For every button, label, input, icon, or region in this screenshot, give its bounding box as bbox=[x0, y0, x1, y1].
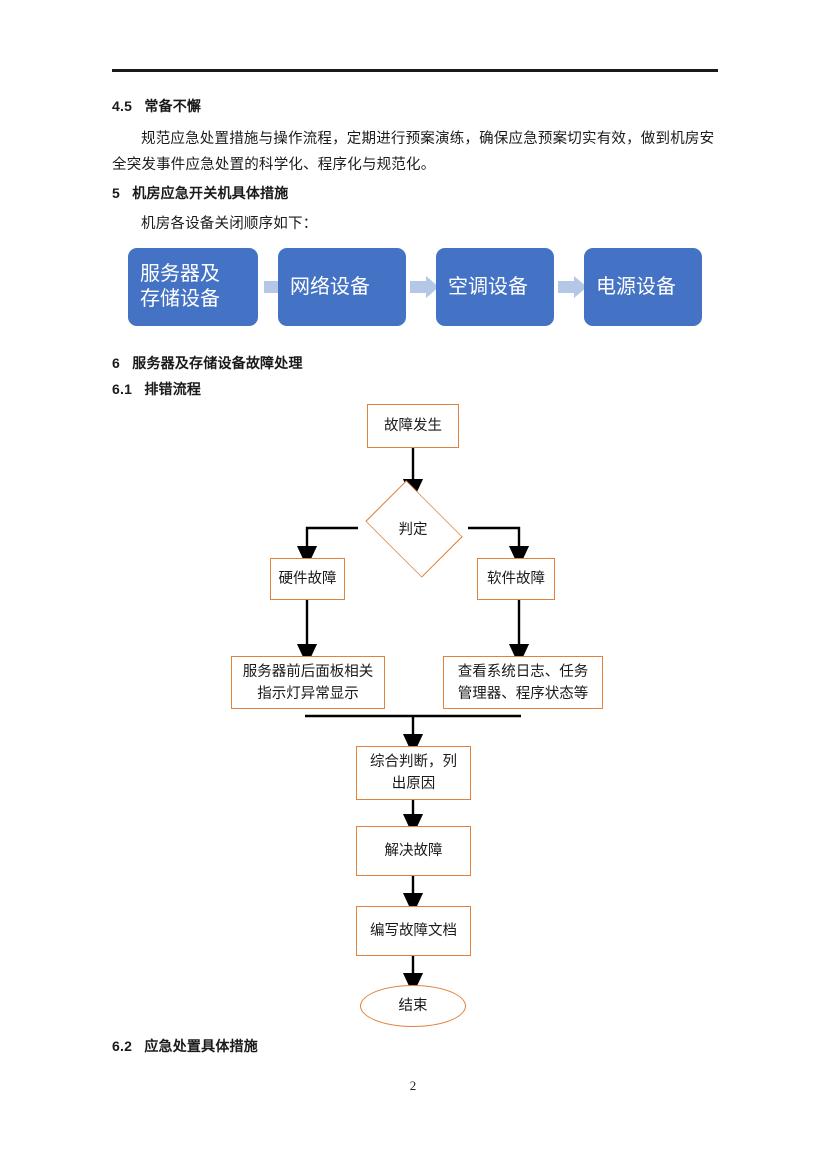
flow-node-hardware-fault-label: 硬件故障 bbox=[278, 571, 337, 587]
flow-node-document: 编写故障文档 bbox=[356, 906, 471, 956]
heading-4-5: 4.5 常备不懈 bbox=[112, 98, 202, 114]
flow-node-decision: 判定 bbox=[358, 480, 468, 578]
shutdown-step-2-label: 网络设备 bbox=[290, 275, 370, 298]
heading-6-1: 6.1 排错流程 bbox=[112, 381, 202, 397]
flow-node-software-detail: 查看系统日志、任务管理器、程序状态等 bbox=[443, 656, 603, 709]
heading-6: 6 服务器及存储设备故障处理 bbox=[112, 355, 303, 371]
paragraph-4-5: 规范应急处置措施与操作流程，定期进行预案演练，确保应急预案切实有效，做到机房安全… bbox=[112, 131, 715, 173]
flow-node-analyze: 综合判断，列 出原因 bbox=[356, 746, 471, 800]
sequence-arrow-2-icon bbox=[410, 276, 440, 298]
shutdown-step-3: 空调设备 bbox=[436, 248, 554, 326]
header-rule bbox=[112, 69, 718, 72]
flow-node-start-label: 故障发生 bbox=[384, 418, 442, 434]
heading-5: 5 机房应急开关机具体措施 bbox=[112, 185, 289, 201]
shutdown-step-3-label: 空调设备 bbox=[448, 275, 528, 298]
flow-node-hardware-fault: 硬件故障 bbox=[270, 558, 345, 600]
flow-node-resolve: 解决故障 bbox=[356, 826, 471, 876]
shutdown-step-4: 电源设备 bbox=[584, 248, 702, 326]
flow-node-software-detail-label: 查看系统日志、任务管理器、程序状态等 bbox=[457, 663, 589, 702]
shutdown-step-1: 服务器及 存储设备 bbox=[128, 248, 258, 326]
shutdown-sequence-diagram: 服务器及 存储设备 网络设备 空调设备 电源设备 bbox=[112, 248, 718, 330]
flow-node-hardware-detail: 服务器前后面板相关指示灯异常显示 bbox=[231, 656, 385, 709]
shutdown-step-2: 网络设备 bbox=[278, 248, 406, 326]
flow-node-software-fault-label: 软件故障 bbox=[487, 571, 545, 587]
sequence-arrow-3-icon bbox=[558, 276, 588, 298]
flow-node-document-label: 编写故障文档 bbox=[370, 923, 457, 939]
flow-node-start: 故障发生 bbox=[367, 404, 459, 448]
flow-node-resolve-label: 解决故障 bbox=[384, 843, 443, 859]
heading-6-2: 6.2 应急处置具体措施 bbox=[112, 1038, 258, 1054]
flow-node-hardware-detail-label: 服务器前后面板相关指示灯异常显示 bbox=[242, 663, 374, 702]
flow-node-end: 结束 bbox=[360, 985, 466, 1027]
flow-node-end-label: 结束 bbox=[398, 998, 428, 1014]
flow-node-decision-label: 判定 bbox=[398, 521, 428, 538]
flow-node-analyze-label: 综合判断，列 出原因 bbox=[370, 754, 457, 792]
page-number: 2 bbox=[409, 1078, 417, 1093]
paragraph-5: 机房各设备关闭顺序如下： bbox=[141, 216, 318, 232]
flow-node-software-fault: 软件故障 bbox=[477, 558, 555, 600]
shutdown-step-4-label: 电源设备 bbox=[596, 275, 676, 298]
shutdown-step-1-label: 服务器及 存储设备 bbox=[140, 263, 220, 310]
